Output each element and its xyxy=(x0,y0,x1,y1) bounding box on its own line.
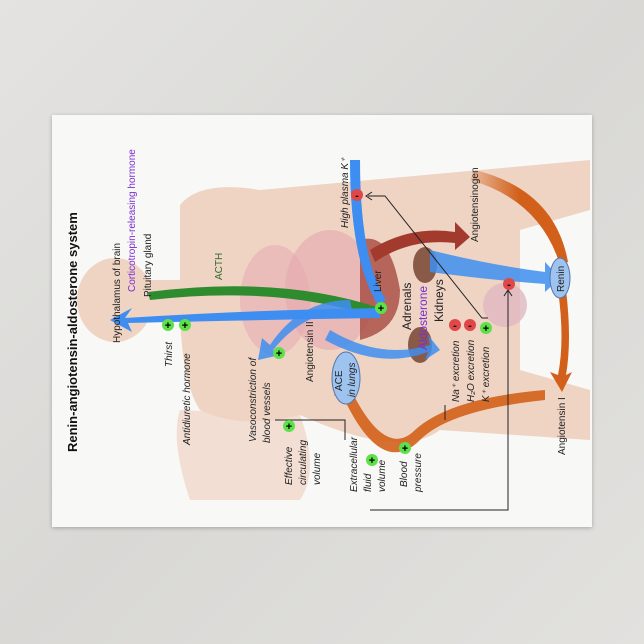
feedback-lines xyxy=(275,191,513,511)
label-aldosterone: Aldosterone xyxy=(416,286,430,350)
svg-text:+: + xyxy=(378,303,384,315)
label-in-lungs: in lungs xyxy=(347,363,358,397)
diagram-title: Renin-angiotensin-aldosterone system xyxy=(65,212,80,452)
label-pituitary: Pituitary gland xyxy=(143,234,154,297)
minus-icon: - xyxy=(449,319,461,332)
angiotensin-ii-to-adrenal-arrow xyxy=(325,330,440,360)
svg-text:+: + xyxy=(483,323,489,335)
label-kidneys: Kidneys xyxy=(432,279,446,322)
postcard: + + + + + + + + - - - - Renin-angiotensi… xyxy=(52,115,592,527)
ace-ellipse xyxy=(331,351,361,405)
label-extracellular: Extracellular xyxy=(349,436,360,492)
label-adh: Antidiuretic hormone xyxy=(182,353,193,446)
label-circulating: circulating xyxy=(298,440,309,485)
renin-to-angiotensin-i-arrow xyxy=(550,290,572,392)
minus-icon: - xyxy=(464,319,476,332)
renin-ellipse xyxy=(549,257,571,299)
raas-diagram: + + + + + + + + - - - - Renin-angiotensi… xyxy=(65,149,590,511)
svg-text:-: - xyxy=(453,320,457,332)
label-angiotensin-i: Angiotensin I xyxy=(557,397,568,455)
label-angiotensin-ii: Angiotensin II xyxy=(305,321,316,382)
minus-icon: - xyxy=(503,278,515,291)
svg-text:-: - xyxy=(355,190,359,202)
plus-icon: + xyxy=(283,420,295,433)
svg-text:-: - xyxy=(468,320,472,332)
plus-icon: + xyxy=(162,319,174,332)
label-volume: volume xyxy=(377,459,388,492)
kidney-to-renin-arrow xyxy=(430,250,560,292)
svg-text:+: + xyxy=(182,320,188,332)
label-thirst: Thirst xyxy=(164,341,175,367)
svg-text:+: + xyxy=(402,443,408,455)
label-blood-vessels: blood vessels xyxy=(262,382,273,443)
plus-icon: + xyxy=(399,442,411,455)
plus-icon: + xyxy=(375,302,387,315)
label-blood: Blood xyxy=(399,461,410,487)
plus-icon: + xyxy=(480,322,492,335)
label-vasoconstriction: Vasoconstriction of xyxy=(248,357,259,442)
label-na-excretion: Na⁺ excretion xyxy=(451,340,462,402)
plus-icon: + xyxy=(179,319,191,332)
label-fluid: fluid xyxy=(363,473,374,492)
svg-text:+: + xyxy=(276,348,282,360)
label-adrenals: Adrenals xyxy=(400,283,414,330)
plus-icon: + xyxy=(273,347,285,360)
label-effective: Effective xyxy=(284,446,295,485)
label-crh: Corticotropin-releasing hormone xyxy=(127,149,138,292)
label-k-excretion: K⁺ excretion xyxy=(481,346,492,402)
svg-text:-: - xyxy=(507,279,511,291)
label-acth: ACTH xyxy=(214,253,225,280)
label-hypothalamus: Hypothalamus of brain xyxy=(112,243,123,343)
angiotensinogen-to-renin-arrow xyxy=(470,170,568,265)
label-angiotensinogen: Angiotensinogen xyxy=(470,167,481,242)
signs: + + + + + + + + - - - - xyxy=(162,189,515,467)
label-liver: Liver xyxy=(373,270,384,292)
label-renin: Renin xyxy=(556,266,567,292)
label-pressure: pressure xyxy=(413,453,424,493)
acth-arrow xyxy=(148,286,380,318)
label-volume: volume xyxy=(312,452,323,485)
label-high-plasma-k: High plasma K⁺ xyxy=(340,157,351,228)
plus-icon: + xyxy=(366,454,378,467)
minus-icon: - xyxy=(351,189,363,202)
svg-text:+: + xyxy=(165,320,171,332)
svg-text:+: + xyxy=(369,455,375,467)
liver-to-angiotensinogen-arrow xyxy=(370,222,470,262)
vasoconstriction-arrow xyxy=(258,300,352,360)
label-ace: ACE xyxy=(334,370,345,391)
label-h2o-excretion: H₂O excretion xyxy=(466,339,477,402)
svg-text:+: + xyxy=(286,421,292,433)
